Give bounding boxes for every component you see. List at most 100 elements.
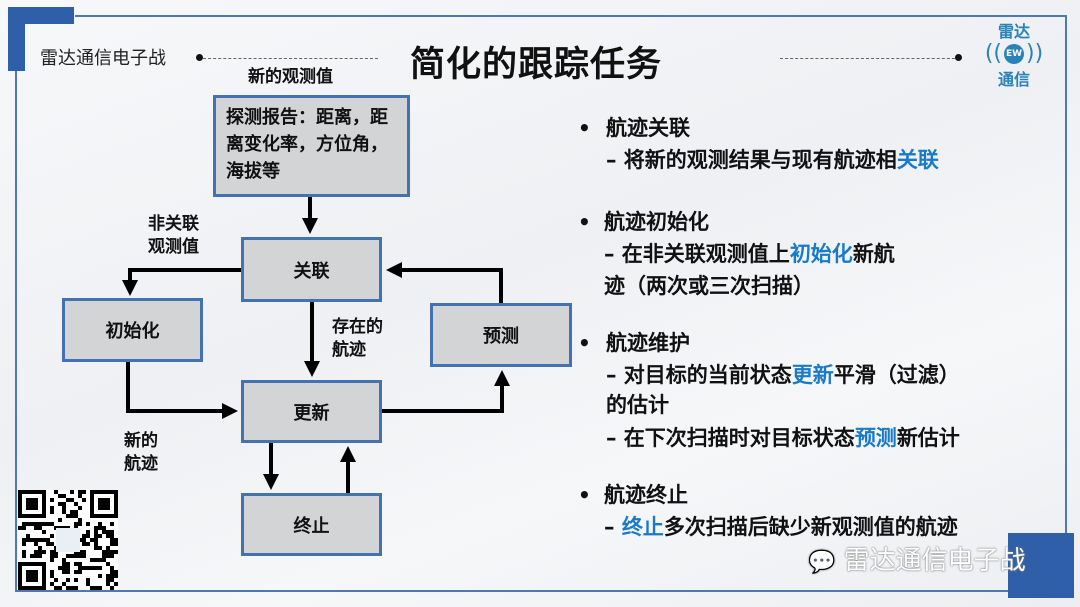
qr-module xyxy=(50,510,54,514)
qr-module xyxy=(86,578,90,582)
qr-module xyxy=(26,538,30,542)
qr-module xyxy=(98,566,102,570)
qr-module xyxy=(106,554,110,558)
qr-module xyxy=(66,578,70,582)
text-segment: – 对目标的当前状态 xyxy=(606,363,792,387)
qr-module xyxy=(106,550,110,554)
label-line: 存在的 xyxy=(332,317,383,337)
highlight-segment: 终止 xyxy=(621,515,664,539)
qr-module xyxy=(70,554,74,558)
label-line: 航迹 xyxy=(124,454,158,474)
qr-module xyxy=(50,534,54,538)
qr-module xyxy=(86,534,90,538)
qr-module xyxy=(70,490,74,494)
unassociated-label: 非关联 观测值 xyxy=(148,213,199,259)
qr-module xyxy=(102,530,106,534)
qr-module xyxy=(86,530,90,534)
qr-module xyxy=(70,510,74,514)
qr-module xyxy=(22,522,26,526)
qr-module xyxy=(66,514,70,518)
qr-module xyxy=(110,530,114,534)
qr-module xyxy=(102,526,106,530)
qr-module xyxy=(18,526,22,530)
logo-waves: (( EW )) xyxy=(984,41,1044,66)
qr-module xyxy=(94,526,98,530)
qr-module xyxy=(94,530,98,534)
qr-module xyxy=(58,586,62,590)
qr-module xyxy=(74,586,78,590)
qr-module xyxy=(30,554,34,558)
qr-module xyxy=(22,542,26,546)
qr-module xyxy=(106,546,110,550)
qr-module xyxy=(26,498,38,510)
bullet-title: 航迹终止 xyxy=(604,483,688,507)
qr-module xyxy=(62,502,66,506)
qr-module xyxy=(62,562,66,566)
qr-module xyxy=(58,494,62,498)
report-box: 探测报告：距离，距离变化率，方位角，海拔等 xyxy=(213,95,410,197)
qr-module xyxy=(50,558,54,562)
frame-line-top xyxy=(75,15,1067,17)
qr-module xyxy=(50,522,54,526)
qr-module xyxy=(74,514,78,518)
wechat-icon: 💬 xyxy=(808,550,836,575)
qr-module xyxy=(106,582,110,586)
qr-module xyxy=(94,534,98,538)
qr-module xyxy=(62,582,66,586)
qr-module xyxy=(50,498,54,502)
qr-module xyxy=(98,498,110,510)
frame-line-bottom xyxy=(15,590,1010,592)
qr-module xyxy=(78,518,82,522)
qr-module xyxy=(86,522,90,526)
qr-module xyxy=(62,570,66,574)
bullet-line: – 在非关联观测值上初始化新航 xyxy=(604,238,895,270)
text-segment: – 在下次扫描时对目标状态 xyxy=(606,426,855,450)
qr-module xyxy=(98,586,102,590)
qr-module xyxy=(56,528,80,552)
qr-module xyxy=(74,522,78,526)
qr-module xyxy=(78,570,82,574)
qr-module xyxy=(98,526,102,530)
qr-module xyxy=(110,542,114,546)
qr-module xyxy=(66,498,70,502)
bullet-icon: • xyxy=(578,116,591,140)
qr-module xyxy=(42,538,46,542)
qr-module xyxy=(74,570,78,574)
qr-module xyxy=(42,522,46,526)
terminate-box: 终止 xyxy=(241,493,382,556)
highlight-segment: 预测 xyxy=(854,426,897,450)
qr-module xyxy=(58,566,62,570)
qr-module xyxy=(78,554,82,558)
qr-module xyxy=(62,566,66,570)
qr-module xyxy=(38,526,42,530)
arrow-update-to-predict xyxy=(382,370,510,413)
qr-module xyxy=(78,490,82,494)
qr-module xyxy=(86,582,90,586)
qr-module xyxy=(66,570,70,574)
qr-module xyxy=(82,498,86,502)
qr-module xyxy=(34,538,38,542)
corner-decoration xyxy=(1008,533,1074,598)
dotted-line xyxy=(203,58,378,59)
bullet-title: 航迹初始化 xyxy=(604,210,709,234)
text-segment: 多次扫描后缺少新观测值的航迹 xyxy=(663,515,958,539)
qr-module xyxy=(54,554,58,558)
qr-module xyxy=(114,542,118,546)
bullet-icon: • xyxy=(578,210,591,234)
qr-module xyxy=(94,586,98,590)
qr-code xyxy=(18,490,118,590)
qr-module xyxy=(70,498,74,502)
qr-module xyxy=(30,538,34,542)
qr-module xyxy=(74,578,78,582)
qr-module xyxy=(82,538,86,542)
qr-module xyxy=(98,522,102,526)
bullet-line: – 终止多次扫描后缺少新观测值的航迹 xyxy=(604,511,958,543)
qr-module xyxy=(70,586,74,590)
frame-line-right xyxy=(1065,15,1067,535)
qr-module xyxy=(114,574,118,578)
dot-decoration xyxy=(955,54,962,61)
qr-module xyxy=(114,570,118,574)
qr-module xyxy=(110,554,114,558)
qr-module xyxy=(22,526,26,530)
qr-module xyxy=(82,490,86,494)
